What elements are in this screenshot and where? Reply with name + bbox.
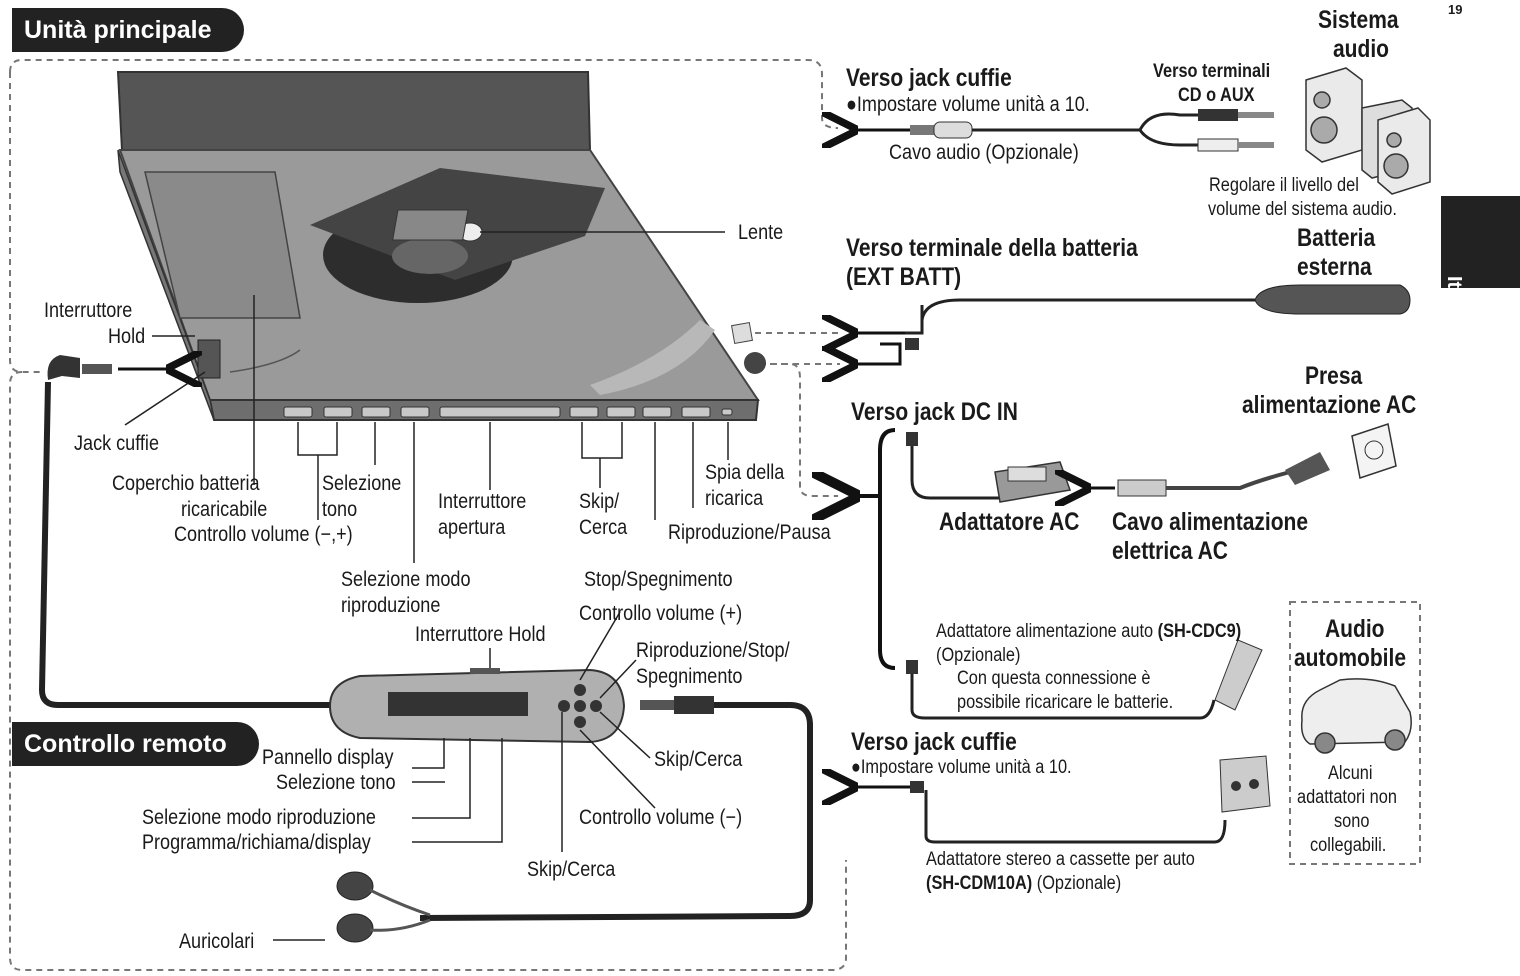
label-battery-cover-2: ricaricabile [181, 498, 268, 521]
adjust-1: Regolare il livello del [1209, 175, 1359, 196]
outlet-1: Presa [1305, 362, 1363, 390]
label-remote-play-1: Riproduzione/Stop/ [636, 639, 790, 662]
car-adapter-prefix: Adattatore alimentazione auto [936, 621, 1158, 642]
label-remote-mode: Selezione modo riproduzione [142, 806, 376, 829]
car-box-2: adattatori non [1297, 787, 1397, 808]
label-remote-display: Pannello display [262, 746, 394, 769]
cassette-line2: (SH-CDM10A) (Opzionale) [926, 872, 1121, 895]
label-remote-vol-plus: Controllo volume (+) [579, 602, 743, 625]
ext-battery-2: esterna [1297, 253, 1372, 281]
label-remote-program: Programma/richiama/display [142, 831, 371, 854]
ac-adapter-icon [994, 461, 1072, 503]
car-box-1: Alcuni [1328, 763, 1373, 784]
headphone-title: Verso jack cuffie [846, 64, 1012, 92]
audio-cable: Cavo audio (Opzionale) [889, 141, 1079, 164]
car-icon [1300, 678, 1412, 754]
label-remote-skip-bottom: Skip/Cerca [527, 858, 616, 881]
label-headphone-jack: Jack cuffie [74, 432, 159, 455]
terminals-2: CD o AUX [1178, 85, 1255, 106]
power-cord-2: elettrica AC [1112, 537, 1228, 565]
label-remote-hold: Interruttore Hold [415, 623, 546, 646]
label-play-pause: Riproduzione/Pausa [668, 521, 831, 544]
label-hold-1: Interruttore [44, 299, 133, 322]
car-box-3: sono [1334, 811, 1370, 832]
label-lens: Lente [738, 221, 784, 244]
remote-control-illustration [328, 668, 714, 744]
cassette-model: (SH-CDM10A) [926, 873, 1033, 894]
label-tone-2: tono [322, 498, 358, 521]
car-note-2: possibile ricaricare le batterie. [957, 692, 1174, 713]
audio-system-title-1: Sistema [1318, 6, 1399, 34]
cassette-line1: Adattatore stereo a cassette per auto [926, 849, 1195, 870]
label-remote-skip-right: Skip/Cerca [654, 748, 743, 771]
label-volume: Controllo volume (−,+) [174, 523, 353, 546]
battery-title-2: (EXT BATT) [846, 263, 962, 291]
label-mode-1: Selezione modo [341, 568, 471, 591]
label-open-2: apertura [438, 516, 506, 539]
label-mode-2: riproduzione [341, 594, 441, 617]
car-adapter-optional: (Opzionale) [936, 645, 1021, 666]
audio-system-title-2: audio [1333, 35, 1390, 63]
car-box-4: collegabili. [1310, 835, 1387, 856]
dcin-title: Verso jack DC IN [851, 398, 1018, 426]
plug-icon [1285, 452, 1330, 485]
headphone-note: ●Impostare volume unità a 10. [846, 93, 1090, 116]
language-tab: Italiano [1441, 196, 1520, 346]
label-remote-tone: Selezione tono [276, 771, 396, 794]
label-tone-1: Selezione [322, 472, 402, 495]
wall-socket-icon [1351, 423, 1397, 479]
label-hold-2: Hold [108, 325, 146, 348]
car-audio-title: automobile [1294, 644, 1407, 672]
ext-battery-1: Batteria [1297, 224, 1376, 252]
label-remote-vol-minus: Controllo volume (−) [579, 806, 743, 829]
stereo-system-icon [1305, 67, 1431, 195]
page-number: 19 [1448, 2, 1463, 17]
label-charge-2: ricarica [705, 487, 764, 510]
cd-player-illustration [116, 71, 766, 421]
section-remote: Controllo remoto [12, 722, 259, 766]
ac-adapter-label: Adattatore AC [939, 508, 1080, 536]
label-earphones: Auricolari [179, 930, 255, 953]
label-battery-cover-1: Coperchio batteria [112, 472, 260, 495]
cassette-adapter-icon [1219, 755, 1271, 813]
adjust-2: volume del sistema audio. [1208, 199, 1397, 220]
label-skip-1: Skip/ [579, 490, 620, 513]
label-remote-play-2: Spegnimento [636, 665, 743, 688]
car-audio-box [1289, 601, 1421, 865]
car-adapter-line: Adattatore alimentazione auto (SH-CDC9) [936, 620, 1241, 643]
label-stop: Stop/Spegnimento [584, 568, 733, 591]
earphones-icon [336, 871, 431, 943]
car-note-1: Con questa connessione è [957, 668, 1151, 689]
headphone-plug-icon [47, 355, 173, 380]
car-headphone-note: ●Impostare volume unità a 10. [851, 757, 1072, 778]
label-skip-2: Cerca [579, 516, 628, 539]
section-main-unit: Unità principale [12, 8, 244, 52]
cassette-optional: (Opzionale) [1032, 873, 1122, 894]
car-audio-title-1: Audio [1325, 615, 1385, 643]
terminals-1: Verso terminali [1153, 61, 1271, 82]
language-tab-label: Italiano [1443, 276, 1465, 347]
label-charge-1: Spia della [705, 461, 785, 484]
label-open-1: Interruttore [438, 490, 527, 513]
car-headphone-title: Verso jack cuffie [851, 728, 1017, 756]
car-adapter-model: (SH-CDC9) [1157, 621, 1242, 642]
power-cord-1: Cavo alimentazione [1112, 508, 1309, 536]
outlet-2: alimentazione AC [1242, 391, 1417, 419]
battery-title-1: Verso terminale della batteria [846, 234, 1138, 262]
